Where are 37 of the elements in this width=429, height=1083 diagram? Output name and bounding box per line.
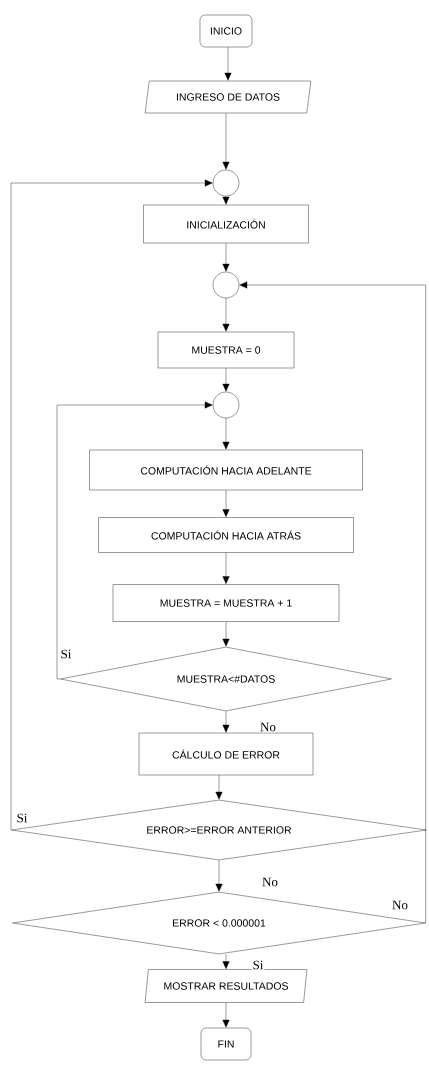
data-parallelogram: MOSTRAR RESULTADOS xyxy=(144,969,308,1003)
edge-label: Si xyxy=(59,648,73,660)
process-box: INICIALIZACIÓN xyxy=(143,204,309,244)
arrow xyxy=(222,298,230,332)
arrow xyxy=(222,954,230,969)
arrow xyxy=(56,401,213,680)
process-box: CÁLCULO DE ERROR xyxy=(138,732,314,776)
connector-circle xyxy=(212,271,240,299)
arrow xyxy=(222,418,230,450)
arrow xyxy=(222,113,230,170)
process-box: COMPUTACIÓN HACIA ADELANTE xyxy=(89,449,363,491)
edge-label: Si xyxy=(251,959,265,971)
edge-label: No xyxy=(261,876,279,888)
connector-circle xyxy=(212,169,240,197)
arrow xyxy=(222,196,230,205)
arrow xyxy=(10,179,213,831)
arrow xyxy=(222,490,230,517)
edge-label: No xyxy=(391,899,409,911)
terminal-box: INICIO xyxy=(199,14,253,48)
arrow xyxy=(222,1002,230,1028)
arrow xyxy=(215,860,223,892)
arrow xyxy=(222,552,230,584)
arrow xyxy=(215,775,223,800)
process-box: MUESTRA = 0 xyxy=(157,331,295,369)
arrow xyxy=(224,47,232,81)
arrow xyxy=(222,621,230,647)
arrow xyxy=(222,368,230,392)
connector-circle xyxy=(212,391,240,419)
terminal-box: FIN xyxy=(200,1027,252,1061)
arrow xyxy=(222,243,230,272)
arrow xyxy=(239,281,426,924)
arrow xyxy=(222,711,230,733)
process-box: COMPUTACIÓN HACIA ATRÁS xyxy=(98,517,354,553)
data-parallelogram: INGRESO DE DATOS xyxy=(144,80,312,114)
edge-label: No xyxy=(259,721,277,733)
edge-label: Si xyxy=(15,812,29,824)
process-box: MUESTRA = MUESTRA + 1 xyxy=(112,584,340,622)
